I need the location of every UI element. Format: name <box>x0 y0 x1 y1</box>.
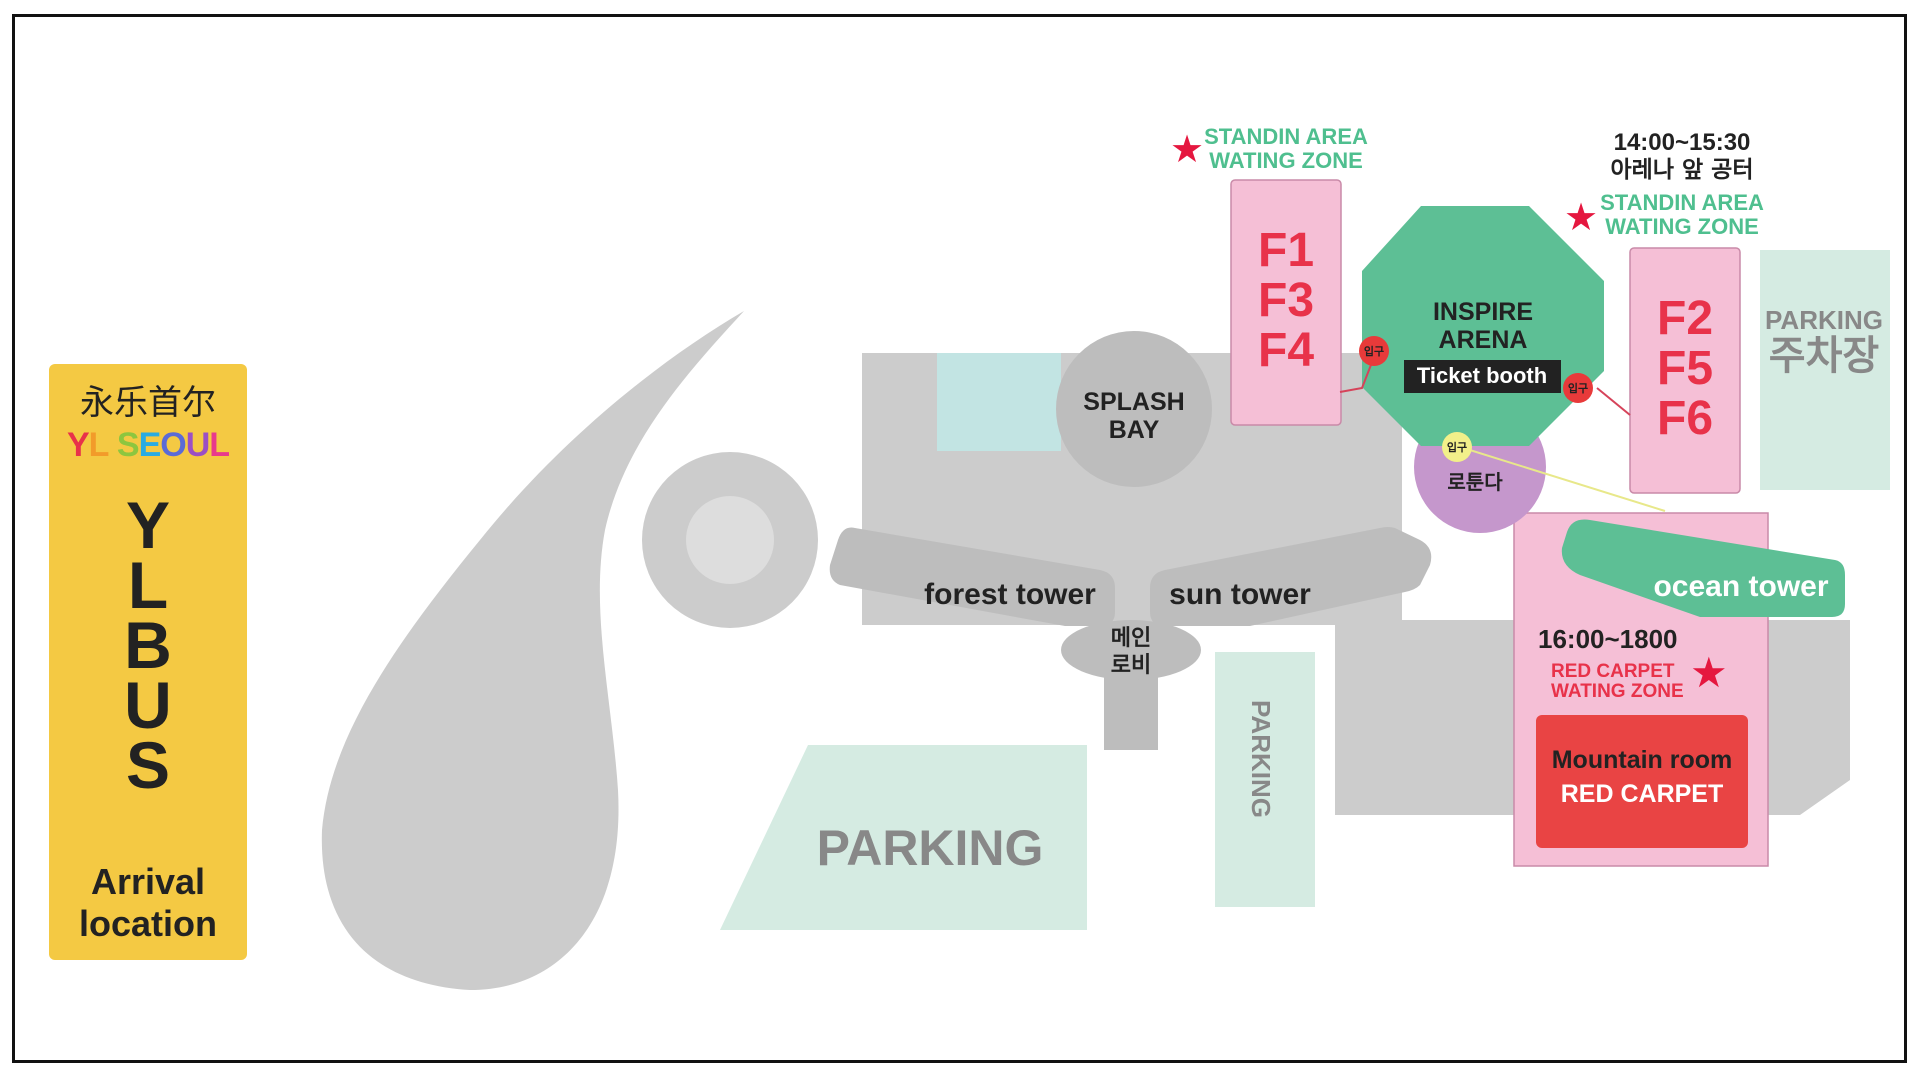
yl-seoul-letter: S <box>116 426 140 464</box>
yl-seoul-letter: L <box>88 426 110 464</box>
zone-left-f1: F1 <box>1257 224 1315 277</box>
arrival-label: Arrival <box>90 861 206 902</box>
zone-right-time: 14:00~15:30 <box>1613 129 1751 156</box>
parking-lot-vertical <box>1215 652 1315 907</box>
ticket-booth-box <box>1404 360 1561 393</box>
bus-letter-1: Y <box>125 488 171 562</box>
pool <box>937 353 1061 451</box>
forest-tower-wing <box>829 527 1115 626</box>
yl-seoul-logo: YL SEOUL <box>66 426 230 464</box>
bus-letter-4: U <box>124 668 172 742</box>
zone-right-f6: F6 <box>1656 392 1714 445</box>
carpet-caption-1: RED CARPET <box>1551 661 1675 682</box>
bus-letter-2: L <box>127 548 169 622</box>
map-frame <box>12 14 1907 1063</box>
parking-lot-large <box>720 745 1087 930</box>
zone-left-caption-2: WATING ZONE <box>1209 148 1363 173</box>
mountain-room-label: Mountain room <box>1551 746 1733 774</box>
carpet-caption-2: WATING ZONE <box>1551 681 1684 702</box>
rotunda-label: 로툰다 <box>1447 470 1503 494</box>
main-lobby-label-1: 메인 <box>1110 626 1152 651</box>
ocean-tower <box>1561 519 1845 617</box>
zone-right-caption-2: WATING ZONE <box>1605 214 1759 239</box>
yl-seoul-letter: Y <box>66 426 90 464</box>
parking-right-label-en: PARKING <box>1765 305 1883 335</box>
ring-building-inner <box>686 496 774 584</box>
yl-seoul-letter: O <box>160 426 186 464</box>
sun-tower-label: sun tower <box>1169 578 1311 611</box>
main-lobby <box>1061 620 1201 680</box>
teardrop-land <box>321 311 744 990</box>
star-icon: ★ <box>1564 195 1599 239</box>
entrance-arena-right: 입구 <box>1563 373 1593 403</box>
ocean-tower-label: ocean tower <box>1653 570 1829 603</box>
carpet-time: 16:00~1800 <box>1538 624 1678 654</box>
splash-bay <box>1056 331 1212 487</box>
parking-lot-right <box>1760 250 1890 490</box>
forest-tower-label: forest tower <box>924 578 1096 611</box>
zone-right-caption-1: STANDIN AREA <box>1600 190 1764 215</box>
bus-arrival-panel: 永乐首尔 YL SEOUL Y L B U S Arrival location <box>49 364 247 960</box>
standing-zone-right <box>1629 247 1741 494</box>
entrance-rotunda: 입구 <box>1442 432 1472 462</box>
yl-seoul-letter: U <box>185 426 211 464</box>
star-icon: ★ <box>1690 648 1728 697</box>
sun-tower-wing <box>1150 527 1432 626</box>
entry-line-right <box>1596 387 1631 416</box>
bus-letter-3: B <box>124 608 172 682</box>
bus-letter-5: S <box>125 728 171 802</box>
yl-seoul-letter: L <box>209 426 230 464</box>
zone-left-f3: F3 <box>1257 274 1315 327</box>
zone-left-f4: F4 <box>1257 324 1315 377</box>
splash-bay-label-2: BAY <box>1108 416 1160 444</box>
location-label: location <box>78 903 218 944</box>
entry-line-rotunda <box>1456 445 1666 512</box>
main-lobby-label-2: 로비 <box>1110 653 1152 678</box>
arena-label-1: INSPIRE <box>1432 298 1534 326</box>
yl-seoul-chinese: 永乐首尔 <box>80 383 216 423</box>
parking-vertical-label: PARKING <box>1246 700 1276 818</box>
arena-label-2: ARENA <box>1438 326 1528 354</box>
yl-seoul-letter <box>108 428 116 462</box>
parking-large-label: PARKING <box>816 820 1044 876</box>
red-carpet-label: RED CARPET <box>1560 780 1724 808</box>
zone-right-place: 아레나 앞 공터 <box>1610 157 1754 183</box>
mountain-room <box>1536 715 1748 848</box>
star-icon: ★ <box>1170 127 1205 171</box>
zone-left-caption-1: STANDIN AREA <box>1204 124 1368 149</box>
splash-bay-label-1: SPLASH <box>1083 388 1185 416</box>
parking-right-label-ko: 주차장 <box>1768 333 1880 379</box>
yl-seoul-letter: E <box>138 426 162 464</box>
zone-right-f2: F2 <box>1656 292 1714 345</box>
entrance-arena-left: 입구 <box>1359 336 1389 366</box>
zone-right-f5: F5 <box>1656 342 1714 395</box>
standing-zone-left <box>1230 179 1342 426</box>
ticket-booth-label: Ticket booth <box>1416 363 1548 388</box>
